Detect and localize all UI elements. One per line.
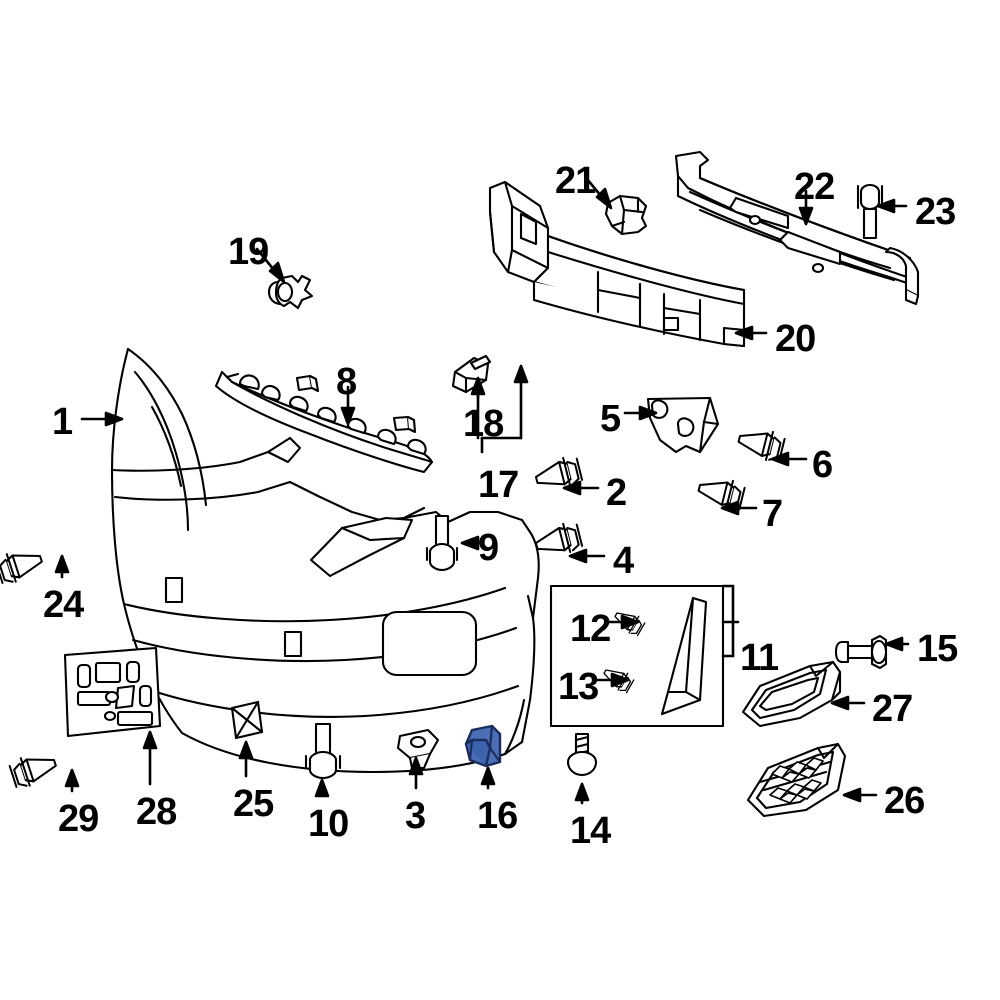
part-screw-14 [566, 732, 598, 777]
callout-label-11[interactable]: 11 [740, 637, 779, 679]
callout-label-26[interactable]: 26 [884, 780, 925, 822]
part-absorber-left-wing [488, 180, 550, 284]
callout-label-3[interactable]: 3 [405, 795, 426, 837]
callout-label-5[interactable]: 5 [600, 398, 621, 440]
callout-label-27[interactable]: 27 [872, 688, 913, 730]
callout-label-7[interactable]: 7 [762, 493, 783, 535]
part-license-plate-bracket [63, 646, 162, 738]
part-front-bumper-cover [110, 347, 540, 774]
part-bracket-clip [469, 354, 492, 371]
part-bumper-impact-bar [674, 150, 920, 306]
part-bolt-9 [425, 514, 459, 572]
part-bumper-cover-retainer-clip-16 [464, 724, 502, 768]
callout-label-4[interactable]: 4 [613, 540, 634, 582]
callout-label-18[interactable]: 18 [463, 403, 504, 445]
callout-label-10[interactable]: 10 [308, 803, 349, 845]
callout-label-13[interactable]: 13 [558, 666, 599, 708]
part-fog-lamp-grille [746, 742, 847, 818]
part-upper-bumper-reinforcement [214, 370, 434, 474]
callout-label-17[interactable]: 17 [478, 464, 519, 506]
part-bumper-bracket-5 [646, 396, 720, 454]
callout-label-20[interactable]: 20 [775, 318, 816, 360]
callout-label-9[interactable]: 9 [478, 527, 499, 569]
callout-label-23[interactable]: 23 [915, 191, 956, 233]
callout-label-12[interactable]: 12 [570, 608, 611, 650]
callout-label-8[interactable]: 8 [336, 361, 357, 403]
callout-label-15[interactable]: 15 [917, 628, 958, 670]
part-bolt-29 [7, 747, 61, 791]
part-bolt-23 [856, 183, 884, 240]
callout-label-22[interactable]: 22 [794, 166, 835, 208]
part-impact-bar-bracket [604, 194, 648, 236]
part-push-pin-15 [834, 634, 888, 670]
leader-lines [54, 177, 910, 805]
callout-label-2[interactable]: 2 [606, 472, 627, 514]
part-bumper-energy-absorber [532, 234, 746, 348]
callout-label-24[interactable]: 24 [43, 584, 84, 626]
callout-label-6[interactable]: 6 [812, 444, 833, 486]
callout-label-28[interactable]: 28 [136, 791, 177, 833]
callout-label-16[interactable]: 16 [477, 795, 518, 837]
part-bumper-cover-bracket-25 [230, 700, 264, 740]
callout-label-21[interactable]: 21 [555, 160, 596, 202]
callout-label-29[interactable]: 29 [58, 798, 99, 840]
callout-label-25[interactable]: 25 [233, 783, 274, 825]
callout-label-1[interactable]: 1 [52, 401, 73, 443]
part-molding-group-box [549, 584, 725, 728]
part-push-pin-clip [267, 274, 314, 310]
part-fog-lamp-bezel [741, 660, 842, 728]
callout-label-19[interactable]: 19 [228, 231, 269, 273]
part-bolt-10 [304, 722, 342, 780]
part-bolt-24 [0, 543, 47, 587]
callout-label-14[interactable]: 14 [570, 810, 611, 852]
